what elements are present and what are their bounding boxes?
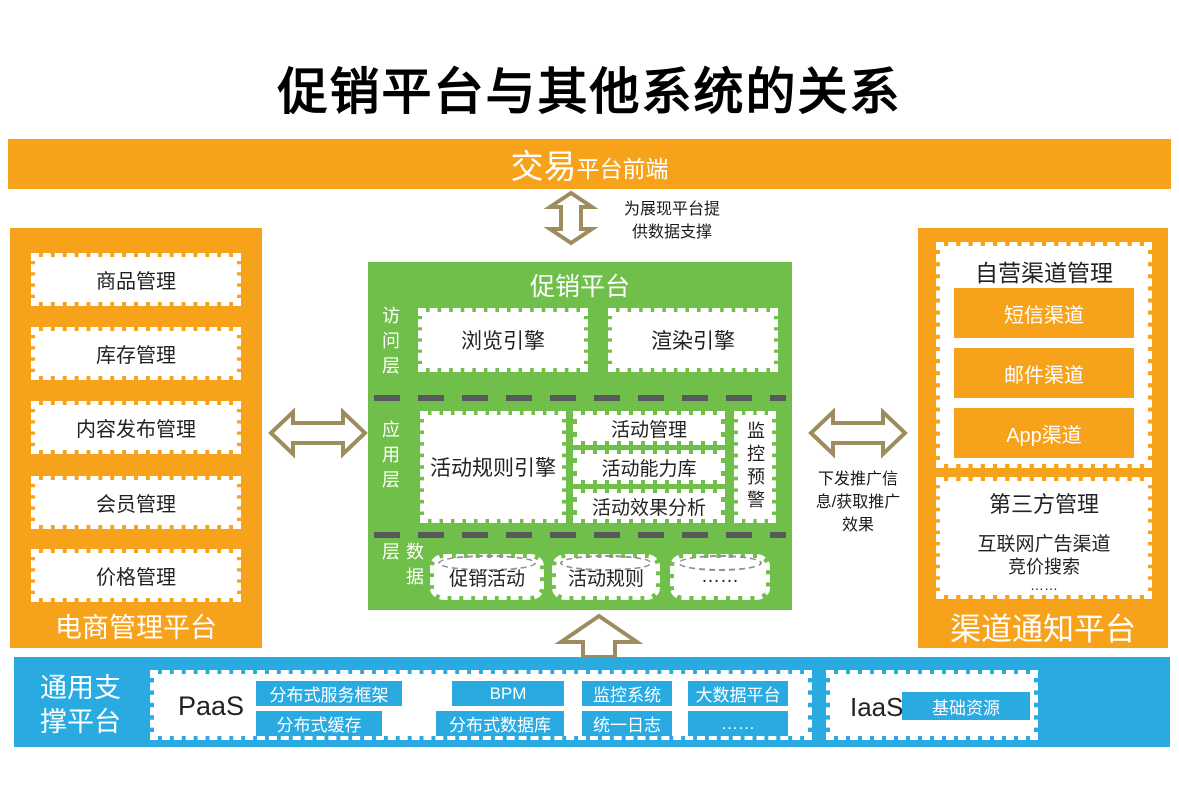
monitor-alert-label: 监控预警 — [745, 421, 765, 513]
ecommerce-item-inventory: 库存管理 — [31, 327, 241, 380]
activity-rules-db: 活动规则 — [552, 554, 660, 600]
banner-title-small: 平台前端 — [576, 156, 669, 182]
paas-chip-distributed-db: 分布式数据库 — [436, 711, 564, 736]
top-arrow-note-line2: 供数据支撑 — [631, 224, 712, 241]
support-platform-label: 通用支 撑平台 — [40, 671, 121, 739]
layer-divider — [374, 532, 786, 538]
ecommerce-item-label: 价格管理 — [96, 567, 176, 589]
activity-capability-label: 活动能力库 — [601, 458, 697, 480]
third-party-line-internet-ads: 互联网广告渠道 — [977, 534, 1111, 555]
paas-chip-distributed-cache: 分布式缓存 — [256, 711, 382, 736]
self-channel-box: 自营渠道管理 短信渠道 邮件渠道 App渠道 — [936, 242, 1152, 468]
activity-capability-box: 活动能力库 — [573, 450, 725, 484]
right-arrow-note-line2: 息/获取推广 — [815, 494, 901, 511]
support-platform-label-line1: 通用支 — [40, 673, 121, 703]
ecommerce-panel-label: 电商管理平台 — [55, 613, 217, 643]
channel-panel: 自营渠道管理 短信渠道 邮件渠道 App渠道 第三方管理 互联网广告渠道 竞价搜… — [918, 228, 1168, 648]
rule-engine-box: 活动规则引擎 — [420, 411, 566, 523]
paas-chip-label: 监控系统 — [593, 686, 661, 705]
banner-title-big: 交易 — [510, 148, 577, 185]
paas-chip-label: 大数据平台 — [695, 686, 781, 705]
data-layer-label: 数据层 — [380, 542, 424, 592]
paas-box: PaaS 分布式服务框架 BPM 监控系统 大数据平台 分布式缓存 分布式数据库… — [150, 670, 812, 740]
promo-activity-db-label: 促销活动 — [448, 568, 525, 590]
sms-channel-label: 短信渠道 — [1004, 304, 1084, 327]
self-channel-title: 自营渠道管理 — [975, 260, 1113, 286]
iaas-box: IaaS 基础资源 — [826, 670, 1038, 740]
trade-frontend-banner: 交易 平台前端 — [8, 139, 1171, 189]
support-platform-label-line2: 撑平台 — [40, 707, 121, 737]
access-layer-label: 访问层 — [380, 306, 400, 381]
app-channel-label: App渠道 — [1006, 424, 1082, 447]
top-arrow-note: 为展现平台提 供数据支撑 — [602, 198, 742, 244]
activity-management-label: 活动管理 — [610, 419, 687, 441]
iaas-title: IaaS — [850, 692, 904, 722]
monitor-alert-box: 监控预警 — [734, 411, 776, 523]
layer-divider — [374, 395, 786, 401]
mail-channel-chip: 邮件渠道 — [954, 348, 1134, 398]
ecommerce-item-price: 价格管理 — [31, 549, 241, 602]
paas-chip-label: …… — [721, 713, 755, 733]
third-party-line-bid-search: 竞价搜索 — [1008, 557, 1080, 577]
paas-chip-label: BPM — [489, 683, 527, 703]
more-db: …… — [670, 554, 770, 600]
third-party-title: 第三方管理 — [988, 492, 1099, 517]
right-arrow-note-line3: 效果 — [841, 517, 874, 534]
paas-chip-unified-log: 统一日志 — [582, 711, 672, 736]
paas-chip-label: 分布式数据库 — [449, 716, 551, 735]
paas-chip-label: 分布式服务框架 — [269, 686, 389, 705]
paas-chip-label: 统一日志 — [593, 716, 661, 735]
mail-channel-label: 邮件渠道 — [1004, 364, 1084, 387]
third-party-box: 第三方管理 互联网广告渠道 竞价搜索 …… — [936, 477, 1152, 599]
ecommerce-item-label: 会员管理 — [96, 494, 176, 516]
promo-activity-db: 促销活动 — [430, 554, 544, 600]
page-title: 促销平台与其他系统的关系 — [277, 64, 902, 120]
render-engine-box: 渲染引擎 — [608, 308, 778, 372]
right-arrow-note-line1: 下发推广信 — [817, 471, 898, 488]
support-platform-panel: 通用支 撑平台 PaaS 分布式服务框架 BPM 监控系统 大数据平台 分布式缓… — [14, 657, 1170, 747]
ecommerce-item-label: 库存管理 — [96, 345, 176, 367]
top-arrow-note-line1: 为展现平台提 — [623, 201, 720, 218]
ecommerce-item-member: 会员管理 — [31, 476, 241, 529]
render-engine-label: 渲染引擎 — [651, 330, 735, 353]
promo-platform-title: 促销平台 — [529, 273, 630, 301]
ecommerce-item-content-publish: 内容发布管理 — [31, 401, 241, 454]
rule-engine-label: 活动规则引擎 — [430, 457, 556, 480]
iaas-chip-label: 基础资源 — [932, 698, 1000, 718]
paas-chip-bpm: BPM — [452, 681, 564, 706]
ecommerce-panel: 商品管理 库存管理 内容发布管理 会员管理 价格管理 电商管理平台 — [10, 228, 262, 648]
promo-platform-panel: 促销平台 访问层 浏览引擎 渲染引擎 应用层 活动规则引擎 活动管理 活动能力库… — [368, 262, 792, 610]
ecommerce-item-label: 内容发布管理 — [76, 419, 196, 441]
left-right-arrow-icon — [808, 407, 908, 459]
paas-chip-label: 分布式缓存 — [276, 716, 362, 735]
app-channel-chip: App渠道 — [954, 408, 1134, 458]
paas-chip-bigdata: 大数据平台 — [688, 681, 788, 706]
paas-chip-monitor-system: 监控系统 — [582, 681, 672, 706]
ecommerce-item-label: 商品管理 — [96, 271, 176, 293]
third-party-line-more: …… — [1030, 577, 1058, 593]
sms-channel-chip: 短信渠道 — [954, 288, 1134, 338]
iaas-chip-base-resource: 基础资源 — [902, 692, 1030, 720]
right-arrow-note: 下发推广信 息/获取推广 效果 — [793, 468, 923, 537]
activity-analysis-box: 活动效果分析 — [573, 489, 725, 523]
paas-chip-distributed-service: 分布式服务框架 — [256, 681, 402, 706]
paas-chip-more: …… — [688, 711, 788, 736]
activity-rules-db-label: 活动规则 — [567, 568, 644, 590]
paas-title: PaaS — [178, 691, 245, 721]
up-down-arrow-icon — [544, 190, 598, 246]
activity-analysis-label: 活动效果分析 — [591, 497, 706, 519]
browse-engine-label: 浏览引擎 — [461, 330, 545, 353]
browse-engine-box: 浏览引擎 — [418, 308, 588, 372]
ecommerce-item-goods: 商品管理 — [31, 253, 241, 306]
channel-panel-label: 渠道通知平台 — [950, 612, 1136, 647]
left-right-arrow-icon — [268, 407, 368, 459]
app-layer-label: 应用层 — [380, 420, 400, 495]
up-arrow-icon — [554, 613, 644, 659]
more-db-label: …… — [701, 566, 739, 587]
activity-management-box: 活动管理 — [573, 411, 725, 445]
